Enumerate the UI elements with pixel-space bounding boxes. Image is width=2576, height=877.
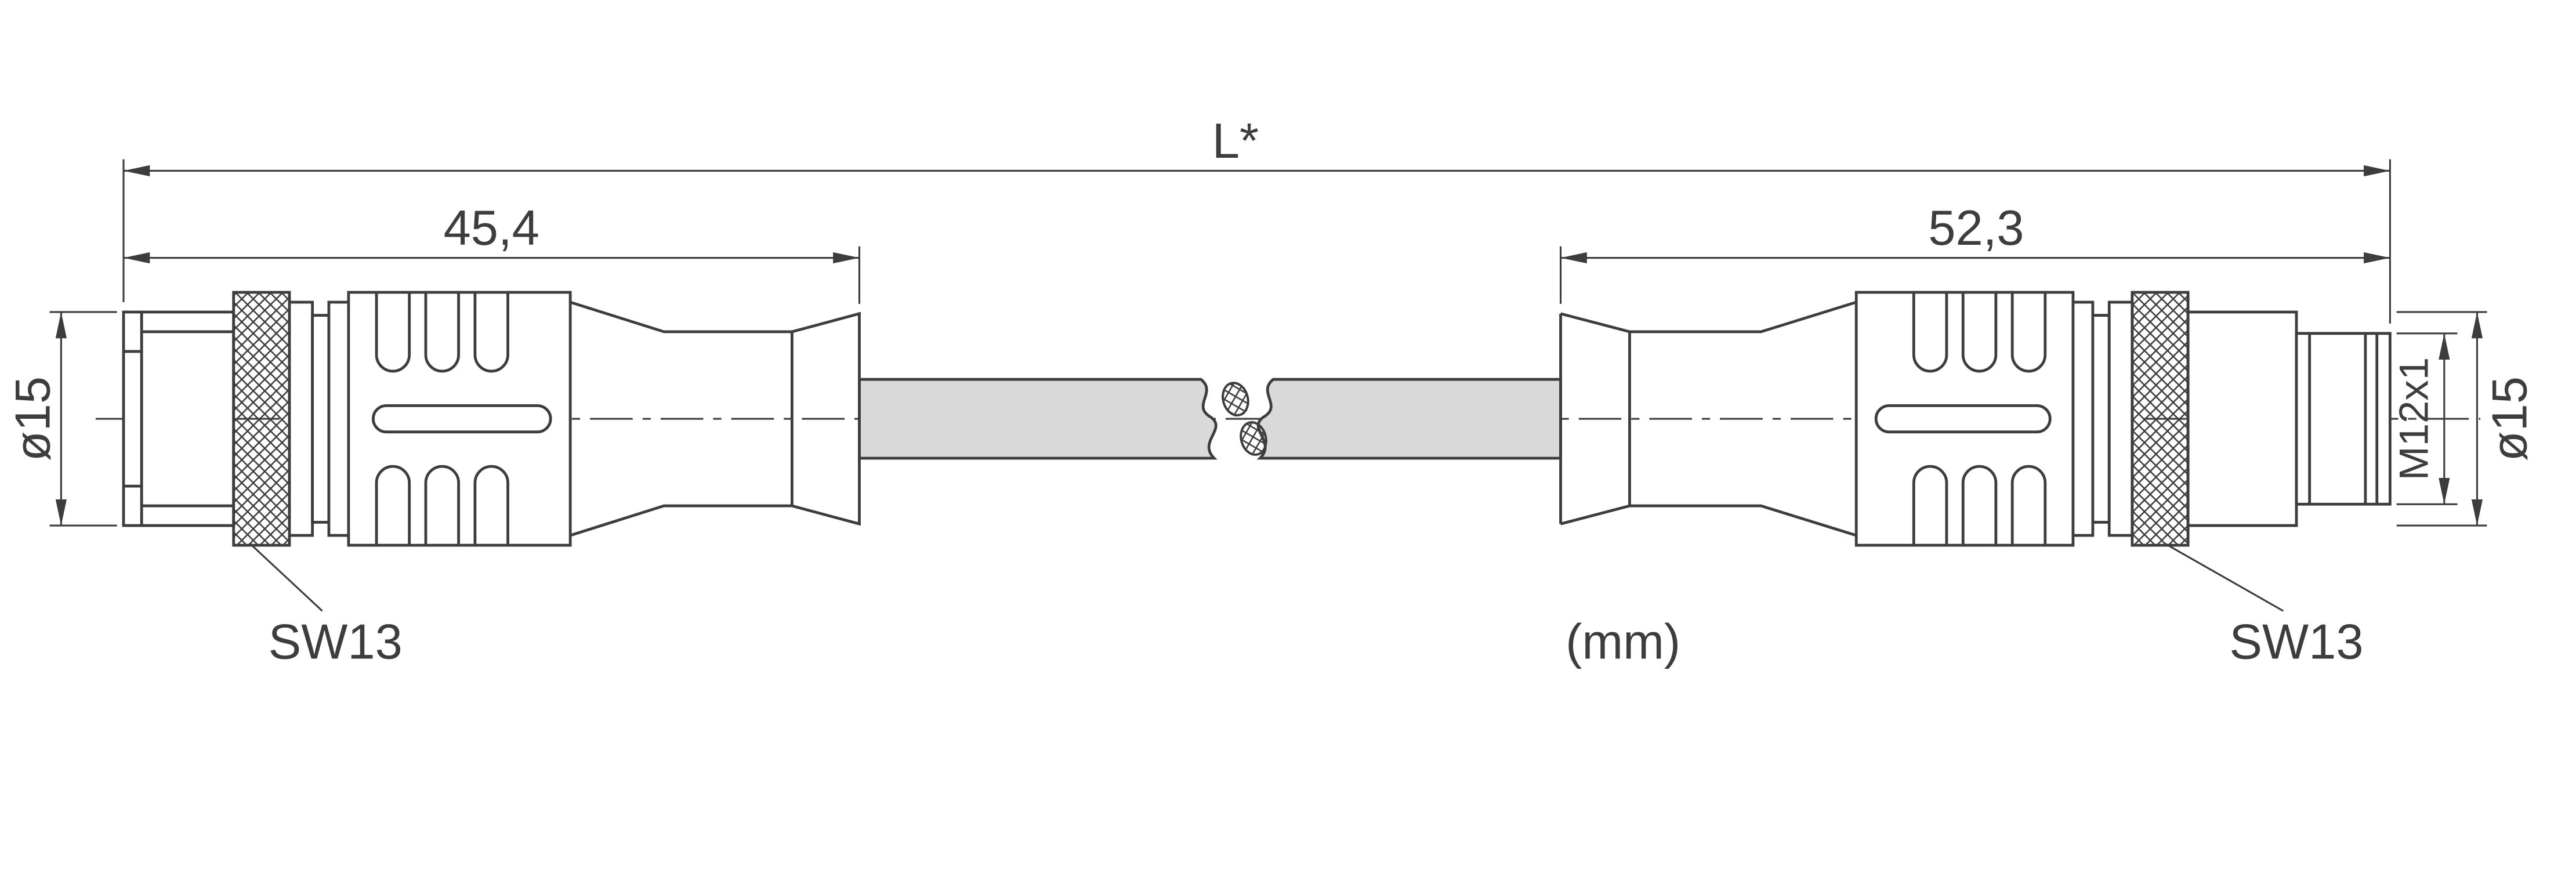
right-strain-relief-flare xyxy=(1559,312,1631,526)
left-strain-relief-flare xyxy=(790,311,861,526)
cable-break xyxy=(1222,382,1267,456)
left-diameter-label: ø15 xyxy=(5,376,60,461)
ring xyxy=(2107,300,2134,537)
ring xyxy=(2091,314,2111,524)
left-grip-top-grooves xyxy=(375,292,509,373)
ring xyxy=(311,314,331,524)
left-socket-body xyxy=(122,310,236,527)
cable-right-segment xyxy=(1256,378,1562,460)
left-taper xyxy=(570,300,792,537)
left-grip-bottom-grooves xyxy=(375,465,509,546)
left-rings xyxy=(288,300,350,537)
units-label: (mm) xyxy=(1566,614,1680,669)
right-connector xyxy=(1559,291,2392,547)
left-wrench-leader-line xyxy=(249,543,323,612)
overall-length-label: L* xyxy=(1212,113,1259,168)
cable-cross-section-bottom xyxy=(1240,421,1267,456)
extension-lines xyxy=(49,159,2487,527)
right-length-label: 52,3 xyxy=(1928,200,2024,255)
right-thread-section xyxy=(2295,332,2392,506)
ring xyxy=(2071,300,2095,537)
ring xyxy=(327,300,350,537)
cable xyxy=(858,378,1562,460)
thread-spec-label: M12x1 xyxy=(2391,357,2437,480)
cable-cross-section-top xyxy=(1222,382,1249,416)
right-coupling-body xyxy=(2186,310,2298,527)
right-taper xyxy=(1629,300,1857,537)
left-socket-detail-lines xyxy=(123,311,234,526)
right-grip-bottom-grooves xyxy=(1912,465,2047,546)
right-grip-top-grooves xyxy=(1912,292,2047,373)
right-wrench-leader-line xyxy=(2164,542,2284,612)
cable-left-segment xyxy=(858,378,1218,460)
right-knurled-nut xyxy=(2131,291,2190,547)
right-grip-slot xyxy=(1874,404,2052,434)
ring xyxy=(288,300,314,537)
left-knurled-nut xyxy=(232,291,291,547)
right-diameter-label: ø15 xyxy=(2481,376,2537,461)
right-thread-detail-lines xyxy=(2308,333,2379,505)
right-wrench-size-label: SW13 xyxy=(2229,614,2363,669)
dimensioning: L* 45,4 52,3 ø15 ø15 M12x1 SW13 SW13 (mm… xyxy=(5,113,2537,669)
left-length-label: 45,4 xyxy=(444,200,539,255)
left-connector xyxy=(122,291,861,547)
left-wrench-size-label: SW13 xyxy=(269,614,403,669)
right-rings xyxy=(2071,300,2134,537)
left-grip-slot xyxy=(371,404,552,434)
